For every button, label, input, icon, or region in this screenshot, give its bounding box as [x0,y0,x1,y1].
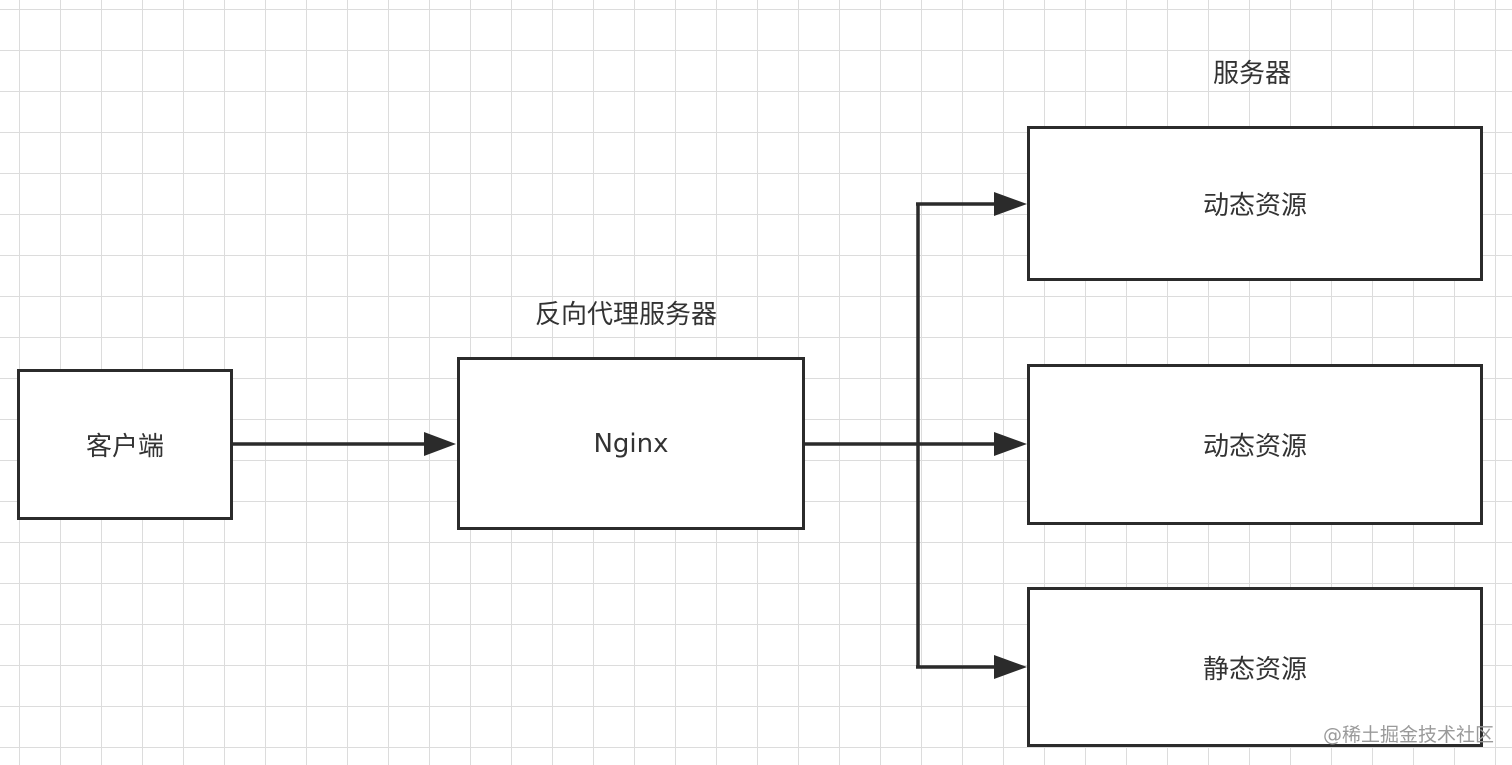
client-node: 客户端 [17,369,233,520]
nginx-node-label: Nginx [593,428,669,459]
dynamic-resource-node-1: 动态资源 [1027,126,1483,281]
arrowhead-nginx [424,432,456,456]
servers-caption: 服务器 [1213,59,1292,89]
dynamic-resource-label-2: 动态资源 [1202,432,1307,462]
proxy-caption: 反向代理服务器 [535,300,718,330]
arrowhead-dynamic-1 [994,192,1027,216]
watermark: @稀土掘金技术社区 [1322,724,1494,746]
client-node-label: 客户端 [85,432,164,462]
arrowhead-static [994,655,1027,679]
arrowhead-dynamic-2 [994,432,1027,456]
static-resource-label: 静态资源 [1202,654,1307,685]
nginx-node: Nginx [457,357,805,530]
dynamic-resource-label-1: 动态资源 [1202,191,1307,221]
static-resource-node: 静态资源 [1027,587,1483,747]
dynamic-resource-node-2: 动态资源 [1027,364,1483,525]
